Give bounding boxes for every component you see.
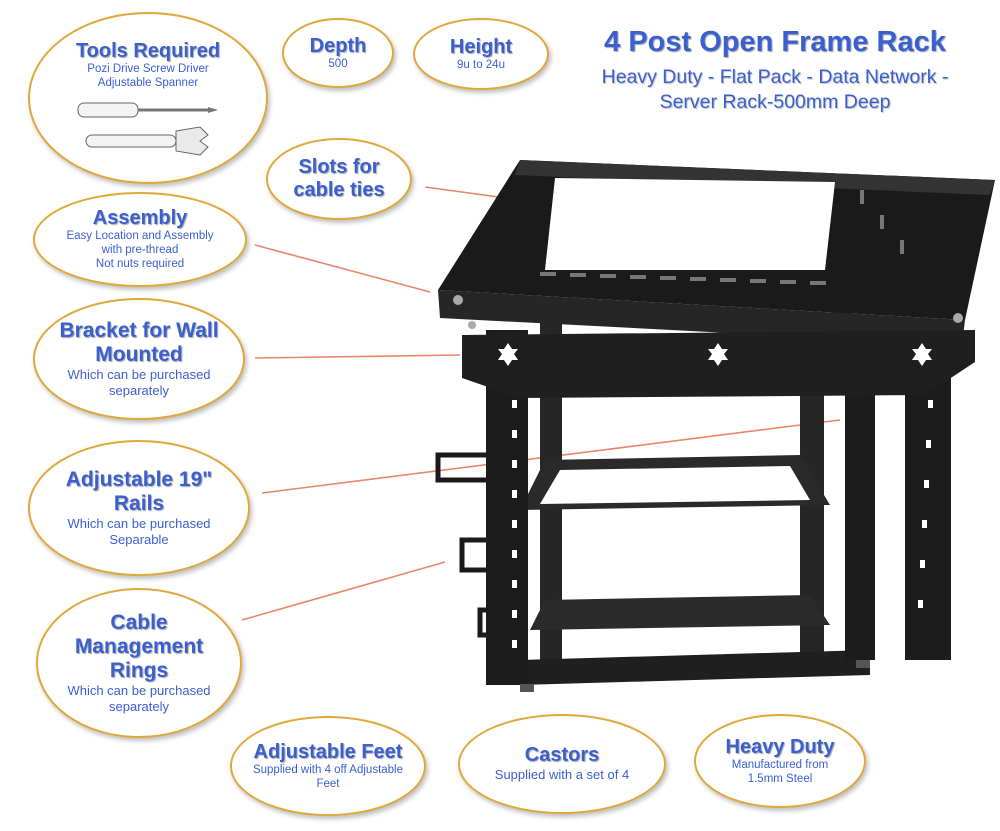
cable-tie-slots <box>540 190 904 285</box>
height-title: Height <box>449 35 513 58</box>
castors-callout: Castors Supplied with a set of 4 <box>458 714 666 814</box>
wall-bracket <box>462 330 975 398</box>
adjustable-feet-callout: Adjustable Feet Supplied with 4 off Adju… <box>230 716 426 816</box>
assembly-line-1: Easy Location and Assembly <box>66 230 214 243</box>
heavy-duty-title: Heavy Duty <box>725 735 835 758</box>
depth-value: 500 <box>328 57 348 70</box>
slots-title-line-2: cable ties <box>293 179 385 201</box>
adjustable-feet <box>520 660 870 692</box>
tools-required-callout: Tools Required Pozi Drive Screw Driver A… <box>28 12 268 184</box>
page-subtitle-line-1: Heavy Duty - Flat Pack - Data Network - <box>601 66 949 88</box>
cable-rings-title-line-1: Cable <box>110 610 168 634</box>
bolts <box>453 295 963 329</box>
cable-rings-title-line-2: Management <box>74 634 204 658</box>
feet-title: Adjustable Feet <box>253 740 403 763</box>
rails-title-line-1: Adjustable 19" <box>65 467 213 491</box>
slots-callout: Slots for cable ties <box>266 138 412 220</box>
depth-title: Depth <box>309 34 367 57</box>
cable-rings-callout: Cable Management Rings Which can be purc… <box>36 588 242 738</box>
bracket-title-line-2: Mounted <box>95 342 183 366</box>
rails-line-1: Which can be purchased <box>67 515 211 531</box>
cable-rings-line-2: separately <box>109 699 169 715</box>
slots-title-line-1: Slots for <box>298 156 380 178</box>
cable-rings-title-line-3: Rings <box>109 658 169 682</box>
rails-line-2: Separable <box>109 532 169 548</box>
castors-title: Castors <box>524 744 600 767</box>
bracket-line-1: Which can be purchased <box>67 366 211 382</box>
assembly-title: Assembly <box>92 207 188 230</box>
rails-callout: Adjustable 19" Rails Which can be purcha… <box>28 440 250 576</box>
tools-title: Tools Required <box>75 40 221 62</box>
wall-bracket-callout: Bracket for Wall Mounted Which can be pu… <box>33 298 245 420</box>
cable-rings-line-1: Which can be purchased <box>67 682 211 698</box>
assembly-line-3: Not nuts required <box>95 257 185 270</box>
bracket-line-2: separately <box>109 383 169 399</box>
feet-line-1: Supplied with 4 off Adjustable <box>252 763 404 776</box>
cable-rings <box>435 452 486 638</box>
depth-callout: Depth 500 <box>282 18 394 88</box>
heavy-duty-line-2: 1.5mm Steel <box>747 772 813 785</box>
feet-line-2: Feet <box>316 777 340 790</box>
castors-line-1: Supplied with a set of 4 <box>494 767 630 783</box>
height-value: 9u to 24u <box>457 58 505 71</box>
rails-title-line-2: Rails <box>113 491 165 515</box>
tools-icons <box>77 102 218 156</box>
page-title: 4 Post Open Frame Rack <box>604 26 946 58</box>
assembly-line-2: with pre-thread <box>101 244 179 257</box>
rack-top-frame <box>438 160 995 345</box>
heavy-duty-line-1: Manufactured from <box>731 758 829 771</box>
screwdriver-icon <box>77 102 218 118</box>
rack-bottom-frame <box>520 455 870 685</box>
assembly-callout: Assembly Easy Location and Assembly with… <box>33 192 247 287</box>
heavy-duty-callout: Heavy Duty Manufactured from 1.5mm Steel <box>694 714 866 808</box>
tools-line-1: Pozi Drive Screw Driver <box>87 63 209 75</box>
bracket-title-line-1: Bracket for Wall <box>59 318 219 342</box>
tools-line-2: Adjustable Spanner <box>97 76 199 89</box>
height-callout: Height 9u to 24u <box>413 18 549 90</box>
page-subtitle-line-2: Server Rack-500mm Deep <box>659 91 891 113</box>
rail-holes <box>512 400 933 648</box>
adjustable-spanner-icon <box>85 126 209 156</box>
